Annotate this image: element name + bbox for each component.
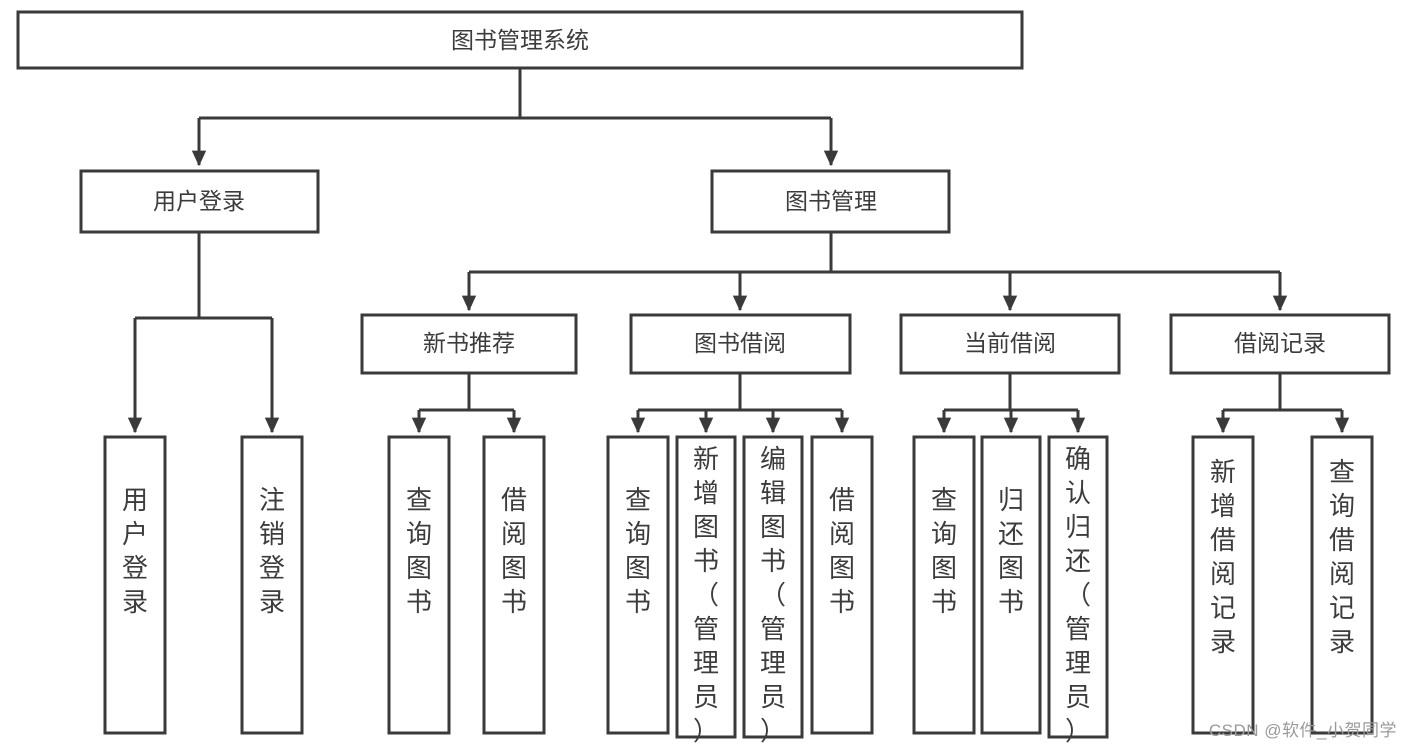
node-book-manage-label: 图书管理	[785, 188, 877, 214]
leaf-logout-label: 注销登录	[259, 485, 285, 617]
node-user-login-box	[79, 169, 320, 234]
leaf-borrow-book-1[interactable]: 借阅图书	[482, 435, 546, 735]
leaf-edit-book-box	[742, 435, 804, 739]
leaf-query-book-2-label: 查询图书	[625, 485, 651, 617]
node-new-book-rec[interactable]: 新书推荐	[360, 313, 578, 375]
leaf-return-book-box	[980, 435, 1042, 735]
node-borrow-record[interactable]: 借阅记录	[1169, 313, 1391, 375]
node-book-borrow[interactable]: 图书借阅	[629, 313, 852, 375]
leaf-add-book-label: 新增图书（管理员）	[693, 444, 719, 746]
node-borrow-record-label: 借阅记录	[1234, 330, 1326, 356]
leaf-add-record-label: 新增借阅记录	[1210, 457, 1236, 657]
leaf-query-book-2-box	[606, 435, 670, 735]
leaf-query-book-1-label: 查询图书	[406, 485, 432, 617]
node-root-label: 图书管理系统	[451, 27, 589, 53]
node-current-borrow[interactable]: 当前借阅	[899, 313, 1121, 375]
leaf-query-record[interactable]: 查询借阅记录	[1310, 435, 1374, 735]
leaf-borrow-book-2-label: 借阅图书	[829, 485, 855, 617]
leaf-add-book[interactable]: 新增图书（管理员）	[675, 435, 737, 746]
leaf-add-record-box	[1191, 435, 1255, 735]
leaf-confirm-return-label: 确认归还（管理员）	[1065, 444, 1091, 746]
leaf-return-book-label: 归还图书	[998, 485, 1024, 617]
leaf-confirm-return-box	[1047, 435, 1109, 739]
leaf-query-book-3-box	[912, 435, 976, 735]
edges-current-borrow-to-leaves	[936, 373, 1086, 434]
leaf-borrow-book-2[interactable]: 借阅图书	[810, 435, 874, 735]
node-book-borrow-label: 图书借阅	[694, 330, 786, 356]
leaf-query-record-label: 查询借阅记录	[1329, 457, 1355, 657]
node-new-book-rec-label: 新书推荐	[423, 330, 515, 356]
leaf-user-login-label: 用户登录	[122, 485, 148, 617]
node-root-box	[16, 10, 1024, 70]
node-new-book-rec-box	[360, 313, 578, 375]
leaf-confirm-return[interactable]: 确认归还（管理员）	[1047, 435, 1109, 746]
node-user-login-label: 用户登录	[153, 188, 245, 214]
leaf-logout[interactable]: 注销登录	[240, 435, 304, 735]
leaf-return-book[interactable]: 归还图书	[980, 435, 1042, 735]
node-book-borrow-box	[629, 313, 852, 375]
leaf-query-book-1-box	[387, 435, 451, 735]
leaf-add-book-box	[675, 435, 737, 739]
edges-root-to-level2	[191, 68, 839, 167]
node-root[interactable]: 图书管理系统	[16, 10, 1024, 70]
leaf-query-record-box	[1310, 435, 1374, 735]
node-user-login[interactable]: 用户登录	[79, 169, 320, 234]
leaf-edit-book-label: 编辑图书（管理员）	[760, 444, 786, 746]
node-current-borrow-box	[899, 313, 1121, 375]
leaf-user-login-box	[103, 435, 167, 735]
leaf-user-login[interactable]: 用户登录	[103, 435, 167, 735]
edges-user-login-to-leaves	[127, 232, 280, 434]
edges-new-book-rec-to-leaves	[411, 373, 522, 434]
leaf-borrow-book-1-label: 借阅图书	[501, 485, 527, 617]
edges-borrow-record-to-leaves	[1215, 373, 1350, 434]
leaf-borrow-book-2-box	[810, 435, 874, 735]
leaf-edit-book[interactable]: 编辑图书（管理员）	[742, 435, 804, 746]
leaf-query-book-3[interactable]: 查询图书	[912, 435, 976, 735]
edges-book-borrow-to-leaves	[630, 373, 850, 434]
leaf-logout-box	[240, 435, 304, 735]
node-book-manage[interactable]: 图书管理	[710, 169, 951, 234]
leaf-borrow-book-1-box	[482, 435, 546, 735]
node-book-manage-box	[710, 169, 951, 234]
node-borrow-record-box	[1169, 313, 1391, 375]
edges-book-manage-to-level3	[461, 232, 1288, 312]
node-current-borrow-label: 当前借阅	[964, 330, 1056, 356]
leaf-add-record[interactable]: 新增借阅记录	[1191, 435, 1255, 735]
leaf-query-book-1[interactable]: 查询图书	[387, 435, 451, 735]
leaf-query-book-2[interactable]: 查询图书	[606, 435, 670, 735]
leaf-query-book-3-label: 查询图书	[931, 485, 957, 617]
